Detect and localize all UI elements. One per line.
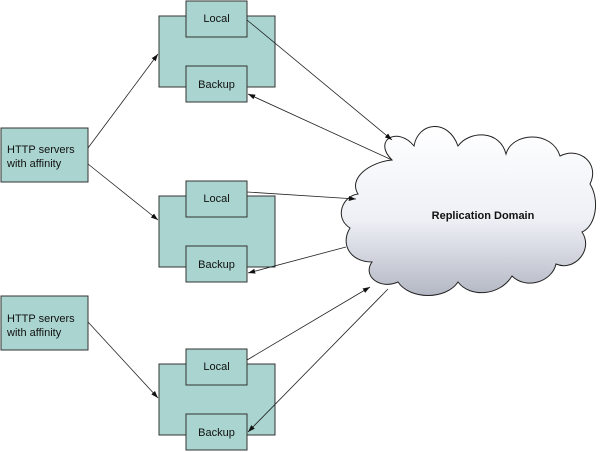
backup-label: Backup xyxy=(198,79,235,91)
replication-domain-cloud: Replication Domain xyxy=(340,126,597,296)
local-box xyxy=(185,348,248,386)
arrow-server2-node3 xyxy=(87,321,159,399)
backup-box xyxy=(185,413,248,451)
local-box xyxy=(185,180,248,218)
http-server-box: HTTP servers with affinity xyxy=(0,127,89,183)
cloud-label: Replication Domain xyxy=(432,210,535,222)
arrow-server1-node1 xyxy=(87,53,159,149)
local-label: Local xyxy=(203,13,229,25)
backup-label: Backup xyxy=(198,427,235,439)
server-label-line1: HTTP servers xyxy=(7,313,75,325)
local-label: Local xyxy=(203,193,229,205)
app-server-node: Local Backup xyxy=(158,348,276,451)
app-server-node: Local Backup xyxy=(158,0,276,103)
server-label-line1: HTTP servers xyxy=(7,144,75,156)
backup-label: Backup xyxy=(198,259,235,271)
backup-box xyxy=(185,65,248,103)
server-label-line2: with affinity xyxy=(6,158,62,170)
backup-box xyxy=(185,245,248,283)
arrow-server1-node2 xyxy=(87,163,159,221)
server-label-line2: with affinity xyxy=(6,327,62,339)
arrow-local2-cloud xyxy=(246,191,357,202)
arrow-cloud-backup2 xyxy=(247,246,347,274)
local-label: Local xyxy=(203,361,229,373)
arrow-cloud-backup1 xyxy=(247,93,393,161)
arrow-cloud-backup3 xyxy=(247,288,389,433)
local-box xyxy=(185,0,248,38)
app-server-node: Local Backup xyxy=(158,180,276,283)
http-server-box: HTTP servers with affinity xyxy=(0,295,89,351)
arrow-local1-cloud xyxy=(246,19,393,141)
arrow-local3-cloud xyxy=(246,286,371,361)
